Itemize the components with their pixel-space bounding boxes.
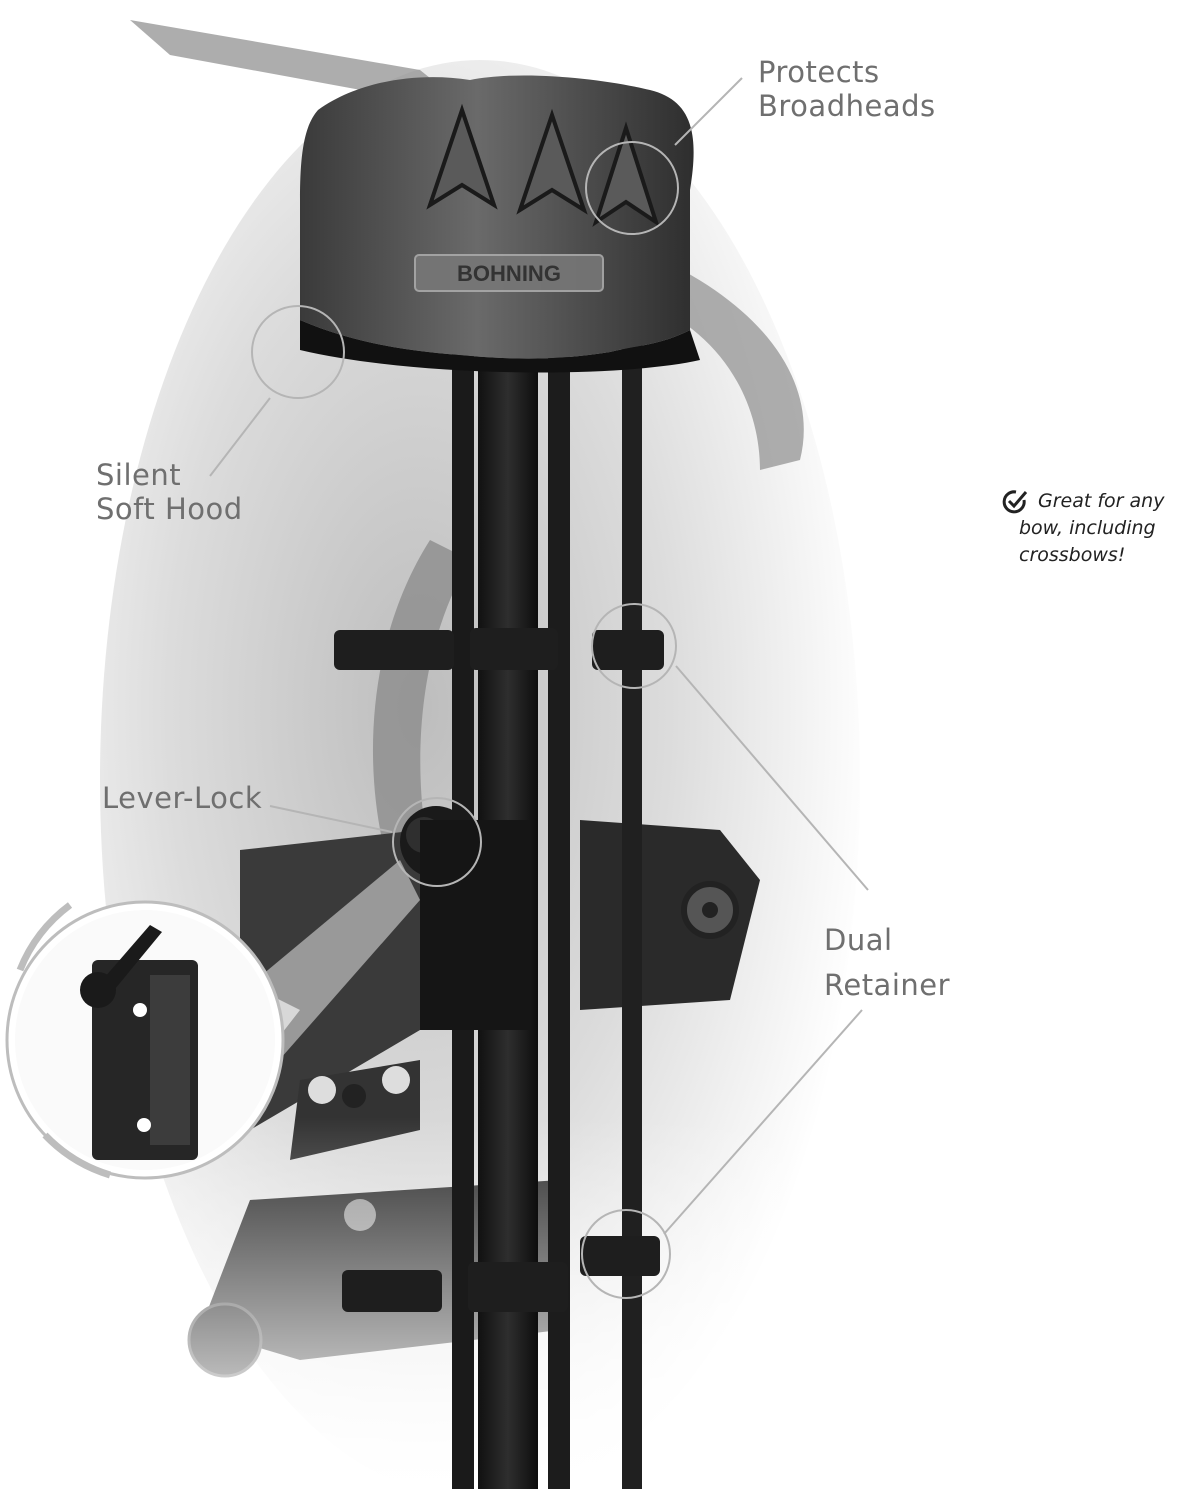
- callout-silent-soft-hood: Silent Soft Hood: [96, 458, 243, 526]
- callout-line: Protects: [758, 55, 880, 89]
- lever-lock-inset: [5, 860, 420, 1180]
- note-line: crossbows!: [1019, 544, 1126, 566]
- note-line: bow, including: [1019, 517, 1156, 539]
- callout-line: Retainer: [824, 968, 951, 1002]
- note-line: Great for any: [1038, 490, 1165, 512]
- callout-protects-broadheads: Protects Broadheads: [758, 55, 936, 123]
- callout-lever-lock: Lever-Lock: [102, 781, 262, 815]
- callout-markers: [209, 77, 869, 1299]
- callout-line: Soft Hood: [96, 492, 243, 526]
- hood-logo: BOHNING: [457, 261, 561, 286]
- quiver: BOHNING: [300, 75, 700, 1489]
- feature-note: Great for any bow, including crossbows!: [1000, 488, 1190, 569]
- callout-dual-retainer: Dual Retainer: [824, 918, 950, 1008]
- callout-line: Dual: [824, 923, 893, 957]
- soft-hood: [300, 75, 694, 359]
- check-circle-icon: [1002, 490, 1028, 514]
- callout-line: Silent: [96, 458, 182, 492]
- callout-line: Lever-Lock: [102, 781, 263, 815]
- callout-line: Broadheads: [758, 89, 936, 123]
